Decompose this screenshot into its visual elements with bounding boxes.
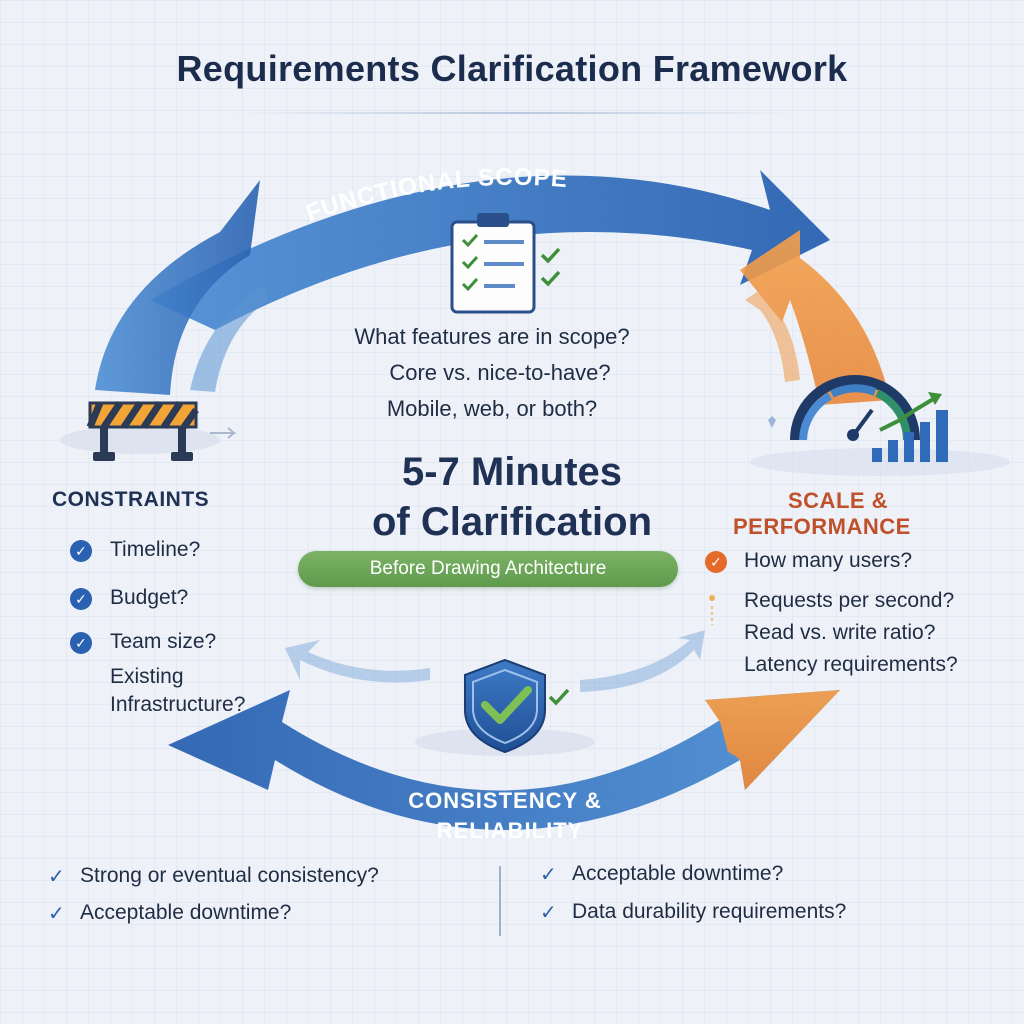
constraint-extra-1: Existing <box>110 665 184 688</box>
speedometer-icon <box>750 375 1010 476</box>
checkmark-icon: ✓ <box>540 864 557 886</box>
left-inner-arrow <box>190 285 268 392</box>
constraints-heading: CONSTRAINTS <box>52 488 210 511</box>
right-inner-arrow <box>745 280 800 382</box>
scale-item: Read vs. write ratio? <box>744 621 936 644</box>
consistency-item-left: Acceptable downtime? <box>80 901 292 924</box>
inner-right-arrow <box>580 630 705 692</box>
top-arc-arrow <box>150 170 830 330</box>
before-architecture-pill: Before Drawing Architecture <box>298 551 678 587</box>
constraint-extra-2: Infrastructure? <box>110 693 246 716</box>
checkmark-icon: ✓ <box>540 902 557 924</box>
check-circle-icon: ✓ <box>70 588 92 610</box>
scope-question-3: Mobile, web, or both? <box>386 396 598 421</box>
consistency-item-right: Data durability requirements? <box>572 900 847 923</box>
constraint-item: Timeline? <box>110 538 201 561</box>
checklist-icon <box>450 213 561 314</box>
scale-item: How many users? <box>744 549 913 572</box>
scope-question-2: Core vs. nice-to-have? <box>389 360 611 385</box>
checkmark-icon: ✓ <box>48 866 65 888</box>
scale-heading-1: SCALE & <box>788 488 889 513</box>
barrier-icon <box>60 401 237 461</box>
scale-item: Requests per second? <box>744 589 955 612</box>
consistency-item-right: Acceptable downtime? <box>572 862 784 885</box>
shield-check-icon <box>415 658 595 756</box>
checkmark-icon: ✓ <box>48 903 65 925</box>
constraint-item: Team size? <box>110 630 217 653</box>
headline-clarification: of Clarification <box>371 500 653 544</box>
bottom-right-orange-arrow <box>705 690 840 790</box>
scale-item: Latency requirements? <box>744 653 958 676</box>
scope-question-1: What features are in scope? <box>354 324 630 349</box>
title-divider <box>230 112 800 114</box>
inner-left-arrow <box>285 640 430 683</box>
scale-heading-2: PERFORMANCE <box>733 514 911 539</box>
constraint-item: Budget? <box>110 586 189 609</box>
left-arc-arrow <box>95 180 260 395</box>
check-circle-icon: ✓ <box>70 540 92 562</box>
bottom-divider <box>499 866 501 936</box>
consistency-label-2: RELIABILITY <box>437 818 584 843</box>
page-title: Requirements Clarification Framework <box>176 48 848 89</box>
consistency-label-1: CONSISTENCY & <box>408 788 602 813</box>
consistency-item-left: Strong or eventual consistency? <box>80 864 379 887</box>
right-arc-arrow <box>740 230 890 405</box>
check-circle-icon: ✓ <box>705 551 727 573</box>
headline-minutes: 5-7 Minutes <box>401 450 623 494</box>
check-circle-icon: ✓ <box>70 632 92 654</box>
